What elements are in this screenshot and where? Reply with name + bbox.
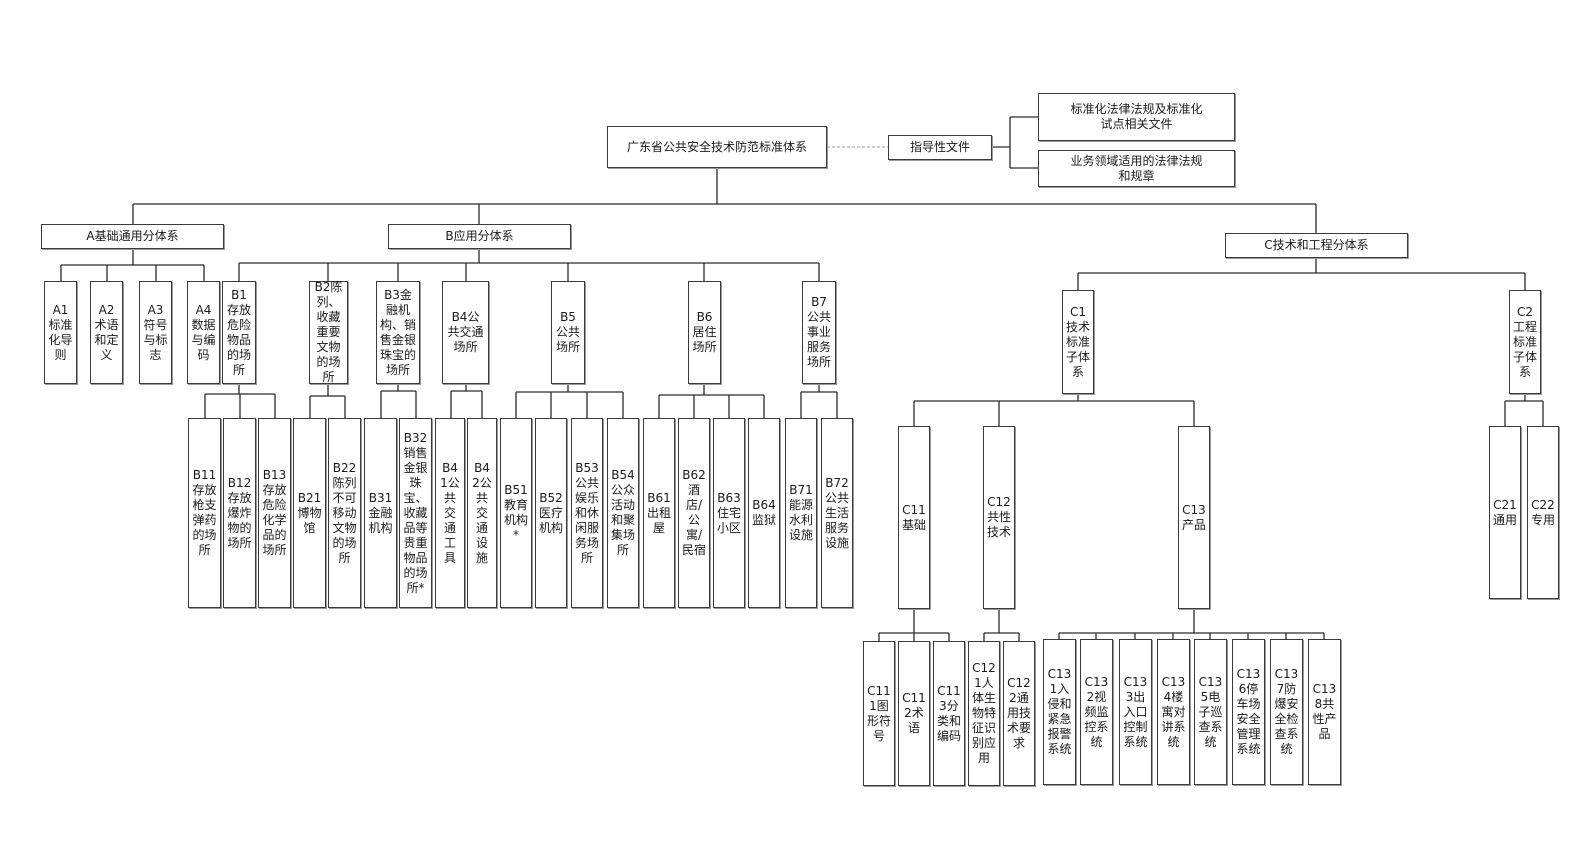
- c21-node: C21通用: [1489, 426, 1521, 599]
- section-b-node: B应用分体系: [388, 224, 571, 249]
- b31-node: B31金融机构: [364, 418, 397, 608]
- c13-node: C13产品: [1178, 426, 1210, 609]
- guidance-item-standardization-docs: 标准化法律法规及标准化试点相关文件: [1038, 93, 1235, 141]
- b52-node: B52医疗机构: [535, 418, 567, 608]
- c112-node: C112术语: [898, 641, 930, 786]
- c121-node: C121人体生物特征识别应用: [968, 641, 1000, 786]
- b2-node: B2陈列、收藏重要文物的场所: [309, 280, 348, 384]
- guidance-item-laws-regulations: 业务领域适用的法律法规和规章: [1038, 150, 1235, 187]
- b62-node: B62酒店/公寓/民宿: [678, 418, 710, 608]
- b53-node: B53公共娱乐和休闲服务场所: [571, 418, 603, 608]
- b6-node: B6居住场所: [688, 281, 721, 384]
- b1-node: B1存放危险物品的场所: [222, 281, 256, 384]
- b64-node: B64监狱: [748, 418, 780, 608]
- b22-node: B22陈列不可移动文物的场所: [328, 418, 361, 608]
- b54-node: B54公众活动和聚集场所: [607, 418, 639, 608]
- b3-node: B3金融机构、销售金银珠宝的场所: [376, 281, 420, 384]
- c135-node: C135电子巡查系统: [1194, 639, 1227, 785]
- c131-node: C131入侵和紧急报警系统: [1043, 639, 1076, 785]
- b61-node: B61出租屋: [643, 418, 675, 608]
- c111-node: C111图形符号: [863, 641, 895, 786]
- section-c-node: C技术和工程分体系: [1225, 233, 1408, 258]
- c113-node: C113分类和编码: [933, 641, 965, 786]
- b7-node: B7公共事业服务场所: [802, 281, 836, 384]
- c132-node: C132视频监控系统: [1080, 639, 1113, 785]
- c22-node: C22专用: [1527, 426, 1559, 599]
- guidance-node: 指导性文件: [888, 135, 992, 160]
- b41-node: B41公共交通工具: [435, 418, 465, 608]
- c122-node: C122通用技术要求: [1003, 641, 1035, 786]
- a3-node: A3符号与标志: [139, 281, 172, 384]
- c1-node: C1技术标准子体系: [1062, 290, 1094, 394]
- b12-node: B12存放爆炸物的场所: [223, 418, 256, 608]
- c2-node: C2工程标准子体系: [1509, 290, 1541, 394]
- b71-node: B71能源水利设施: [785, 418, 817, 608]
- c136-node: C136停车场安全管理系统: [1232, 639, 1265, 785]
- b42-node: B42公共交通设施: [467, 418, 497, 608]
- section-a-node: A基础通用分体系: [41, 224, 224, 249]
- b72-node: B72公共生活服务设施: [821, 418, 853, 608]
- b5-node: B5公共场所: [551, 281, 585, 384]
- root-node: 广东省公共安全技术防范标准体系: [607, 126, 827, 168]
- a2-node: A2术语和定义: [90, 281, 123, 384]
- b11-node: B11存放枪支弹药的场所: [188, 418, 221, 608]
- b51-node: B51教育机构*: [500, 418, 532, 608]
- c137-node: C137防爆安全检查系统: [1270, 639, 1303, 785]
- c11-node: C11基础: [898, 426, 930, 609]
- a4-node: A4数据与编码: [187, 281, 220, 384]
- b4-node: B4公共交通场所: [442, 281, 489, 384]
- c138-node: C138共性产品: [1308, 639, 1341, 785]
- a1-node: A1标准化导则: [44, 281, 77, 384]
- c133-node: C133出入口控制系统: [1119, 639, 1152, 785]
- b63-node: B63住宅小区: [713, 418, 745, 608]
- b32-node: B32销售金银珠宝、收藏品等贵重物品的场所*: [399, 418, 432, 608]
- b13-node: B13存放危险化学品的场所: [258, 418, 291, 608]
- c12-node: C12共性技术: [983, 426, 1015, 609]
- c134-node: C134楼寓对讲系统: [1157, 639, 1190, 785]
- b21-node: B21博物馆: [293, 418, 326, 608]
